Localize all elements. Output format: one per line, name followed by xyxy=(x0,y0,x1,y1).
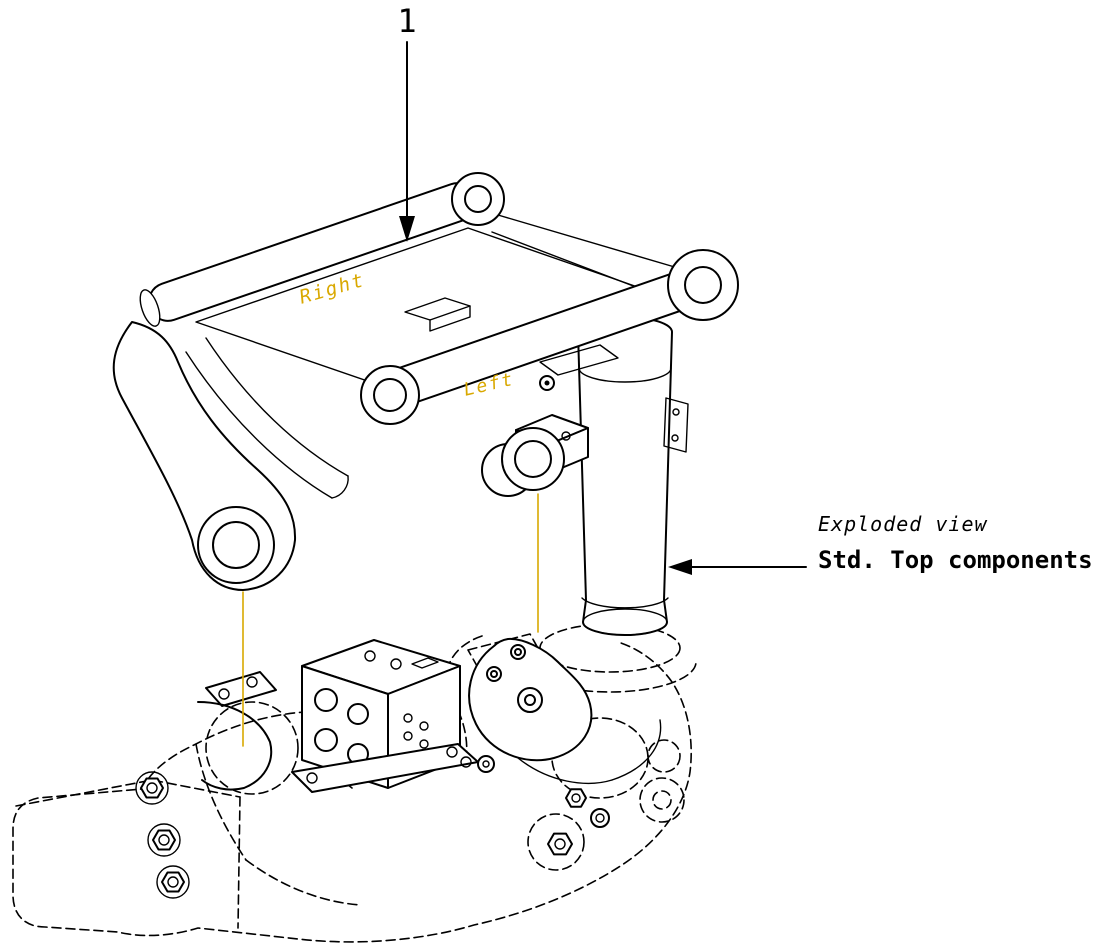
top-frame-drawing xyxy=(112,172,739,591)
valve-block-drawing xyxy=(291,639,479,793)
leader-lines xyxy=(242,493,539,747)
fasteners-drawing xyxy=(135,755,610,899)
item-number-label: 1 xyxy=(397,2,417,40)
exploded-view-callout: Exploded view Std. Top components xyxy=(818,512,1093,574)
exploded-view-caption: Exploded view xyxy=(818,512,988,536)
item-1-arrow xyxy=(399,41,415,242)
component-name-caption: Std. Top components xyxy=(818,546,1093,574)
component-callout-arrow xyxy=(668,559,807,575)
left-clamp-drawing xyxy=(197,671,277,791)
swing-yoke-drawing xyxy=(468,637,662,785)
